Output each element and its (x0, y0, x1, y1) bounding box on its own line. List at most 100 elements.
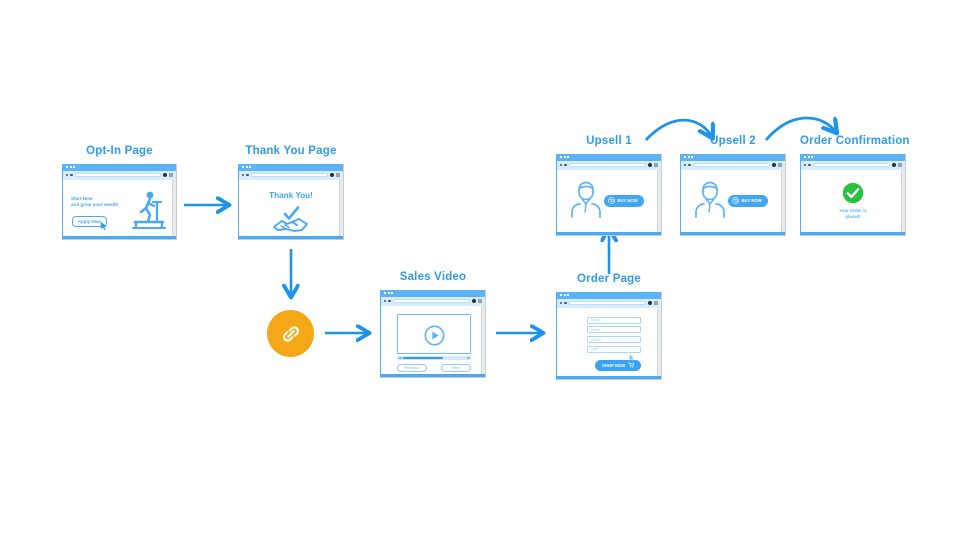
node-order-confirmation[interactable]: Order Confirmation Your Order is placed! (800, 135, 909, 236)
salesvideo-browser-window[interactable]: Previous Next (380, 289, 486, 378)
back-nav-icon[interactable] (66, 173, 69, 177)
vertical-scrollbar[interactable] (481, 305, 485, 374)
menu-icon[interactable] (478, 299, 482, 303)
address-bar[interactable] (392, 298, 470, 304)
shop-now-button[interactable]: SHOP NOW (595, 359, 641, 371)
browser-toolbar[interactable] (239, 170, 343, 180)
profile-icon[interactable] (891, 162, 896, 168)
browser-tab-bar (63, 163, 176, 171)
menu-icon[interactable] (778, 163, 782, 167)
profile-icon[interactable] (647, 162, 652, 168)
browser-toolbar[interactable] (557, 298, 661, 308)
confirmation-message-line1: Your Order is (839, 207, 867, 213)
node-sales-video[interactable]: Sales Video (380, 271, 486, 378)
play-button-icon[interactable] (424, 325, 445, 346)
vertical-scrollbar[interactable] (172, 179, 176, 236)
buy-now-label: BUY NOW (617, 198, 638, 204)
tab-dot (563, 155, 566, 159)
browser-tab-bar (557, 153, 661, 161)
forward-nav-icon[interactable] (808, 163, 811, 167)
menu-icon[interactable] (898, 163, 902, 167)
browser-toolbar[interactable] (557, 160, 661, 170)
address-bar[interactable] (74, 172, 161, 178)
menu-icon[interactable] (336, 173, 340, 177)
forward-nav-icon[interactable] (688, 163, 691, 167)
browser-tab-bar (381, 289, 485, 297)
browser-tab-bar (681, 153, 785, 161)
profile-icon[interactable] (771, 162, 776, 168)
menu-icon[interactable] (654, 163, 658, 167)
address-bar[interactable] (568, 300, 646, 306)
cart-icon (627, 362, 634, 368)
back-nav-icon[interactable] (384, 299, 387, 303)
vertical-scrollbar[interactable] (339, 179, 343, 236)
vertical-scrollbar[interactable] (901, 169, 905, 232)
buy-now-button[interactable]: BUY NOW (728, 194, 768, 208)
profile-icon[interactable] (162, 172, 167, 178)
video-player-frame[interactable] (397, 313, 471, 354)
forward-nav-icon[interactable] (388, 299, 391, 303)
tab-dot (391, 291, 394, 295)
profile-icon[interactable] (647, 300, 652, 306)
node-upsell-1[interactable]: Upsell 1 (556, 135, 662, 236)
node-optin-page[interactable]: Opt-In Page Start Now and grow your weal… (62, 145, 177, 240)
email-field[interactable]: email (587, 326, 641, 334)
back-nav-icon[interactable] (560, 301, 563, 305)
forward-nav-icon[interactable] (70, 173, 73, 177)
upsell-2-title: Upsell 2 (710, 135, 756, 147)
vertical-scrollbar[interactable] (657, 169, 661, 232)
next-button[interactable]: Next (441, 363, 471, 373)
address-bar[interactable] (812, 162, 890, 168)
buy-now-button[interactable]: BUY NOW (604, 194, 644, 208)
video-progress-bar[interactable] (397, 355, 471, 360)
orderpage-browser-window[interactable]: name email phone card SHOP NOW (556, 291, 662, 380)
browser-toolbar[interactable] (681, 160, 785, 170)
browser-footer-bar (801, 231, 905, 235)
cart-icon (732, 197, 739, 205)
browser-toolbar[interactable] (381, 296, 485, 306)
profile-icon[interactable] (329, 172, 334, 178)
optin-page-title: Opt-In Page (86, 145, 153, 157)
address-bar[interactable] (250, 172, 328, 178)
forward-nav-icon[interactable] (246, 173, 249, 177)
salesvideo-viewport: Previous Next (381, 305, 485, 374)
upsell2-viewport: BUY NOW (681, 169, 785, 232)
node-thank-you-page[interactable]: Thank You Page Thank You! (238, 145, 344, 240)
browser-toolbar[interactable] (801, 160, 905, 170)
browser-footer-bar (557, 375, 661, 379)
thankyou-browser-window[interactable]: Thank You! (238, 163, 344, 240)
vertical-scrollbar[interactable] (781, 169, 785, 232)
node-order-page[interactable]: Order Page name email phone card SHOP NO… (556, 273, 662, 380)
tab-dot (567, 155, 570, 159)
thank-you-message: Thank You! (269, 190, 313, 200)
phone-field[interactable]: phone (587, 336, 641, 344)
tab-dot (66, 165, 69, 169)
forward-nav-icon[interactable] (564, 163, 567, 167)
address-bar[interactable] (692, 162, 770, 168)
link-node[interactable] (267, 310, 314, 357)
menu-icon[interactable] (654, 301, 658, 305)
address-bar[interactable] (568, 162, 646, 168)
tab-dot (245, 165, 248, 169)
cart-icon (608, 197, 615, 205)
back-nav-icon[interactable] (804, 163, 807, 167)
name-field[interactable]: name (587, 316, 641, 324)
forward-nav-icon[interactable] (564, 301, 567, 305)
browser-toolbar[interactable] (63, 170, 176, 180)
previous-button[interactable]: Previous (397, 363, 427, 373)
apply-now-button[interactable]: Apply Now (72, 215, 107, 227)
optin-browser-window[interactable]: Start Now and grow your wealth Apply Now (62, 163, 177, 240)
upsell2-browser-window[interactable]: BUY NOW (680, 153, 786, 236)
back-nav-icon[interactable] (684, 163, 687, 167)
menu-icon[interactable] (169, 173, 173, 177)
vertical-scrollbar[interactable] (657, 307, 661, 376)
back-nav-icon[interactable] (560, 163, 563, 167)
profile-icon[interactable] (471, 298, 476, 304)
card-field[interactable]: card (587, 345, 641, 354)
upsell1-browser-window[interactable]: BUY NOW (556, 153, 662, 236)
person-avatar-icon (571, 181, 601, 218)
orderpage-viewport: name email phone card SHOP NOW (557, 307, 661, 376)
confirmation-browser-window[interactable]: Your Order is placed! (800, 153, 906, 236)
node-upsell-2[interactable]: Upsell 2 (680, 135, 786, 236)
back-nav-icon[interactable] (242, 173, 245, 177)
